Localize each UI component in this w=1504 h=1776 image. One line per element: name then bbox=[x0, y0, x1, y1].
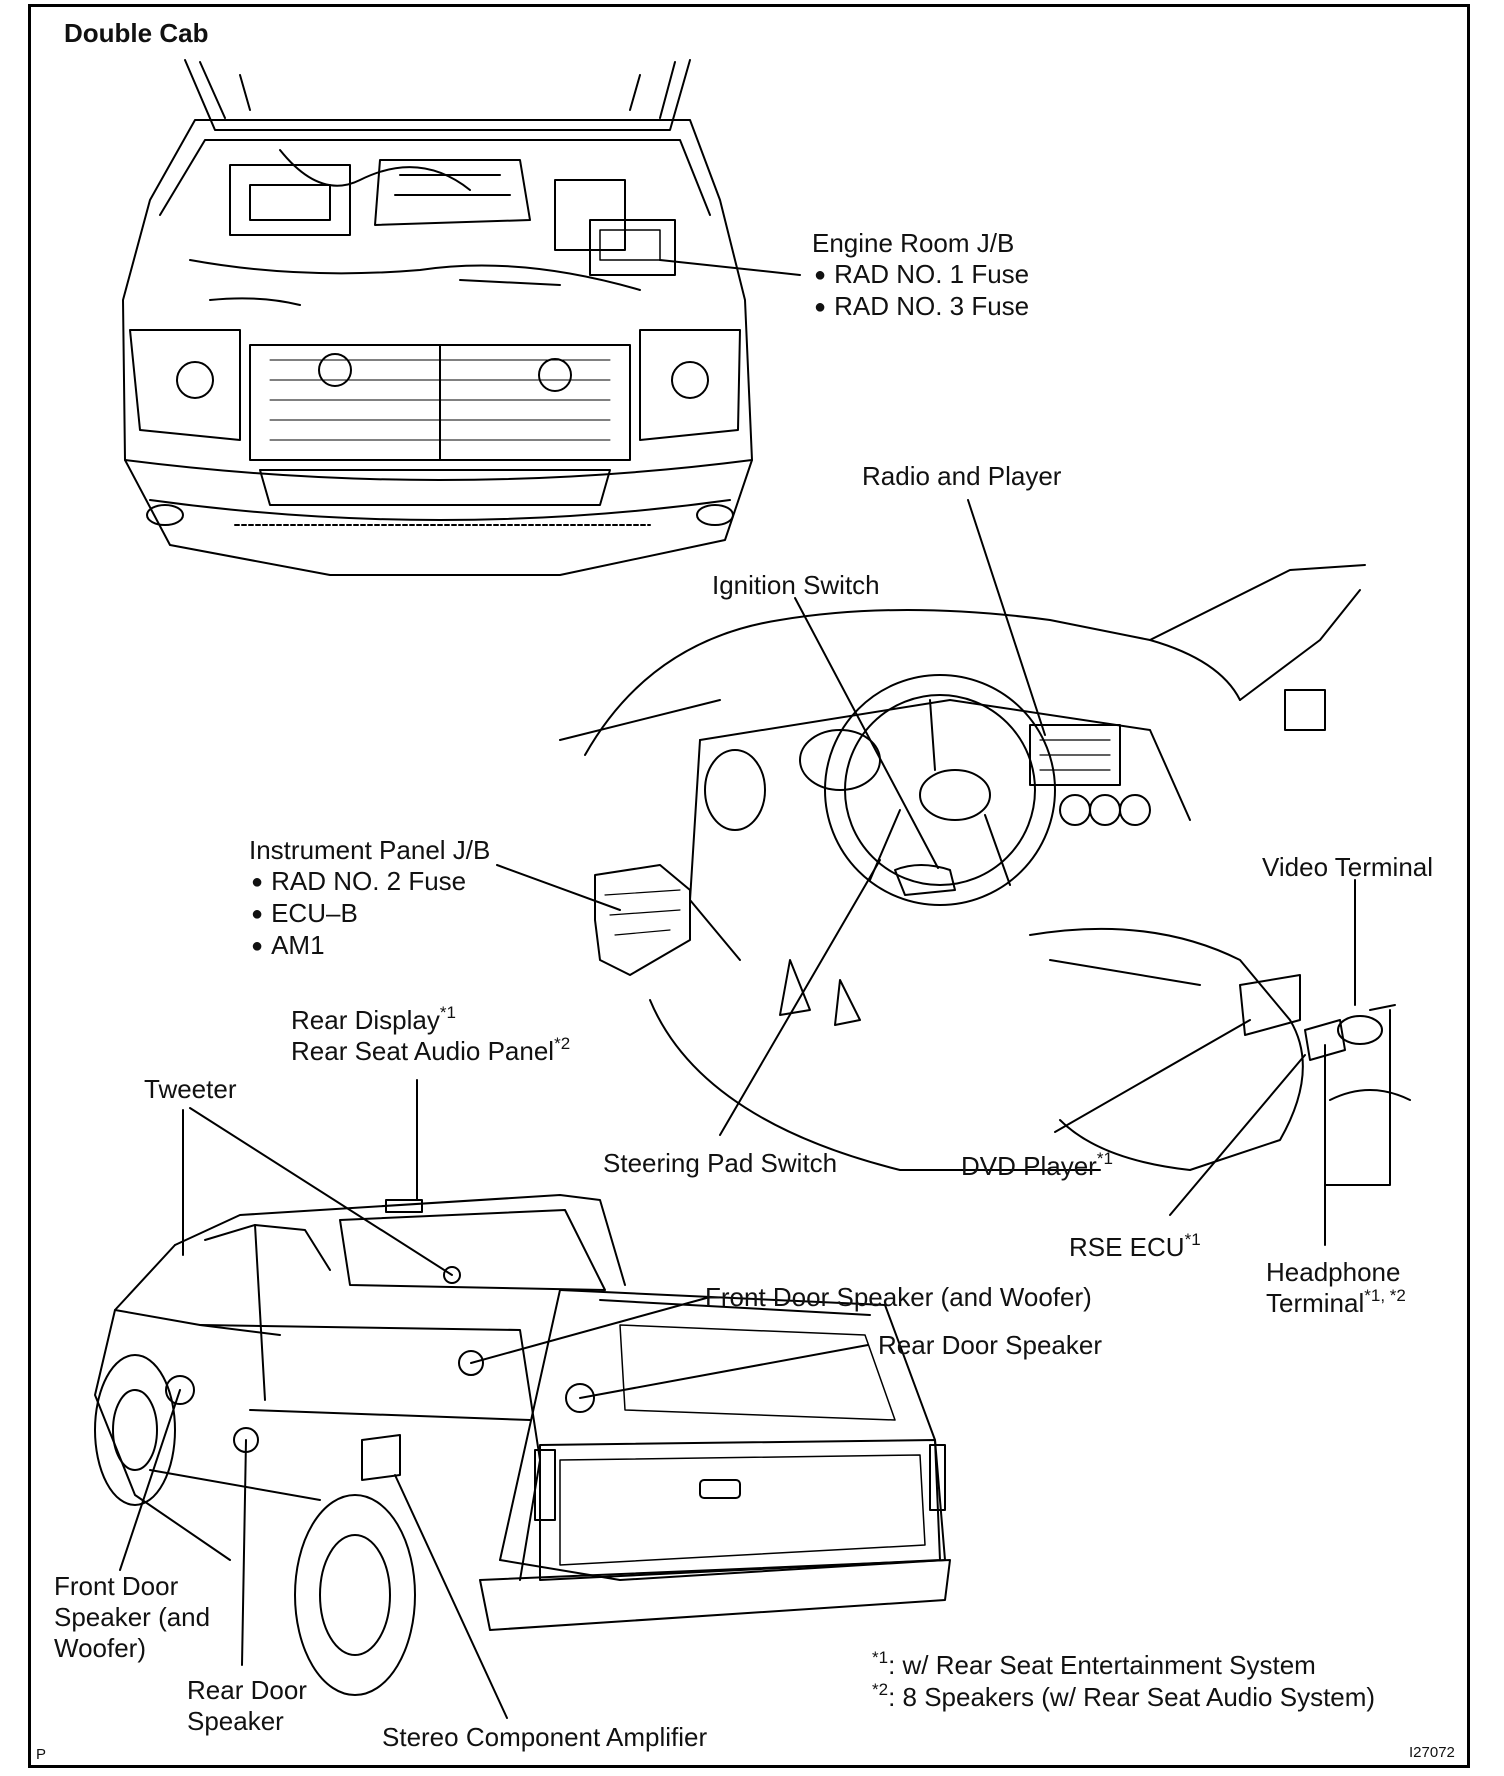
rear-door-speaker-label: Rear Door Speaker bbox=[878, 1330, 1102, 1360]
ecu-b-label: ECU–B bbox=[251, 898, 358, 932]
headphone-terminal-label-line1: Headphone bbox=[1266, 1257, 1401, 1287]
engine-room-illustration bbox=[122, 59, 801, 576]
rad-no1-fuse-label: RAD NO. 1 Fuse bbox=[814, 259, 1029, 293]
rse-ecu-label: RSE ECU*1 bbox=[1069, 1230, 1201, 1262]
diagram-frame bbox=[28, 4, 1470, 1768]
front-door-speaker-label-line2: Speaker (and bbox=[54, 1602, 211, 1632]
front-door-speaker-woofer-label: Front Door Speaker (and Woofer) bbox=[705, 1282, 1092, 1312]
am1-label: AM1 bbox=[251, 930, 324, 964]
steering-pad-switch-label: Steering Pad Switch bbox=[603, 1148, 838, 1178]
instrument-panel-jb-label: Instrument Panel J/B bbox=[249, 835, 491, 865]
radio-and-player-label: Radio and Player bbox=[862, 461, 1062, 491]
truck-leader-lines bbox=[119, 1079, 869, 1719]
footnote-1: *1: w/ Rear Seat Entertainment System bbox=[872, 1648, 1316, 1680]
footnote-2: *2: 8 Speakers (w/ Rear Seat Audio Syste… bbox=[872, 1680, 1376, 1712]
pickup-truck-illustration bbox=[94, 1194, 951, 1696]
figure-id: I27072 bbox=[1409, 1744, 1455, 1761]
video-terminal-label: Video Terminal bbox=[1262, 852, 1434, 882]
engine-room-jb-label: Engine Room J/B bbox=[812, 228, 1015, 258]
dashboard-illustration bbox=[559, 564, 1411, 1171]
dvd-player-label: DVD Player*1 bbox=[961, 1149, 1113, 1181]
ignition-switch-label: Ignition Switch bbox=[712, 570, 880, 600]
tweeter-label: Tweeter bbox=[144, 1074, 237, 1104]
diagram-title: Double Cab bbox=[64, 18, 209, 48]
front-door-speaker-label-line1: Front Door bbox=[54, 1571, 179, 1601]
rear-seat-audio-panel-label: Rear Seat Audio Panel*2 bbox=[291, 1034, 571, 1066]
stereo-component-amplifier-label: Stereo Component Amplifier bbox=[382, 1722, 708, 1752]
headphone-terminal-label-line2: Terminal*1, *2 bbox=[1266, 1286, 1406, 1318]
rad-no2-fuse-label: RAD NO. 2 Fuse bbox=[251, 866, 466, 900]
corner-mark: P bbox=[36, 1746, 47, 1763]
dashboard-leader-lines bbox=[496, 499, 1391, 1246]
rear-door-speaker-label-line1: Rear Door bbox=[187, 1675, 307, 1705]
rad-no3-fuse-label: RAD NO. 3 Fuse bbox=[814, 291, 1029, 325]
front-door-speaker-label-line3: Woofer) bbox=[54, 1633, 146, 1663]
rear-door-speaker-label-line2: Speaker bbox=[187, 1706, 284, 1736]
rear-display-label: Rear Display*1 bbox=[291, 1003, 456, 1035]
